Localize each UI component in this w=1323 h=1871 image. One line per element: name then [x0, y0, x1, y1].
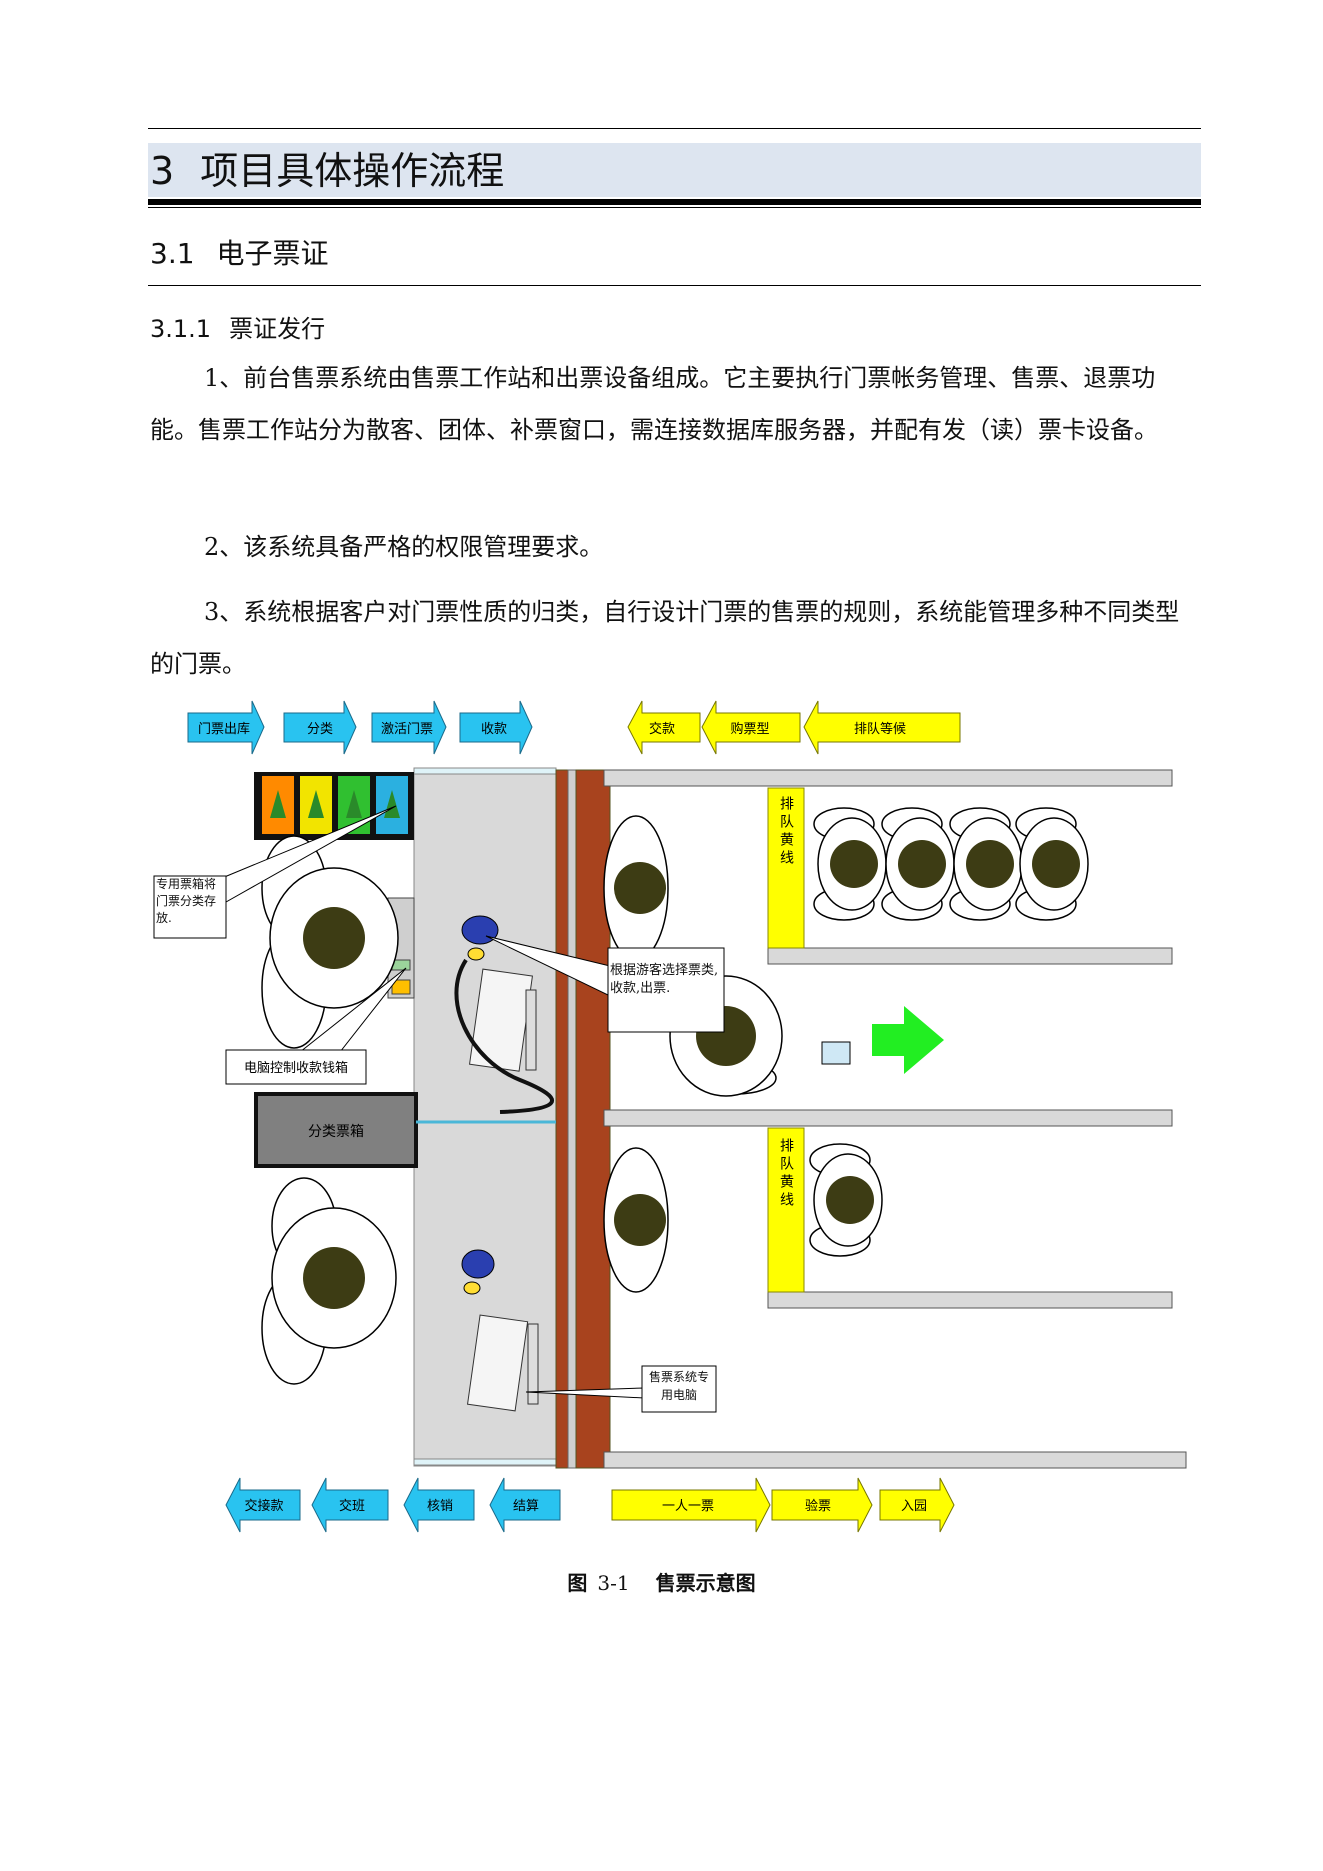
- flow-label: 一人一票: [662, 1499, 714, 1514]
- floor-top-edge: [413, 767, 557, 775]
- paragraph-2: 2、该系统具备严格的权限管理要求。: [204, 533, 604, 561]
- callout-ticket-box: 专用票箱将门票分类存放.: [153, 805, 397, 939]
- bottom-queue-arrows: 一人一票 验票 入园: [611, 1477, 955, 1533]
- flow-label: 交接款: [244, 1498, 283, 1514]
- flow-label: 核销: [427, 1499, 453, 1514]
- heading2-rule: [148, 285, 1201, 286]
- queue-line-label: 排队黄线: [778, 796, 794, 868]
- callout-sell: 根据游客选择票类,收款,出票.: [485, 935, 725, 1033]
- floor-bottom-edge: [413, 1458, 557, 1466]
- callout-text: 售票系统专用电脑: [648, 1370, 709, 1402]
- clerk-bottom: [261, 1177, 397, 1385]
- heading1: 3 项目具体操作流程: [150, 146, 504, 196]
- heading3-number: 3.1.1: [150, 315, 212, 343]
- callout-cashbox: 电脑控制收款钱箱: [225, 967, 407, 1085]
- sort-ticket-box-label: 分类票箱: [308, 1124, 364, 1140]
- callout-text: 电脑控制收款钱箱: [244, 1060, 348, 1076]
- bottom-flow-arrows: 交接款 交班 核销 结算: [225, 1477, 561, 1533]
- sort-ticket-box: [254, 1092, 418, 1168]
- flow-label: 验票: [805, 1498, 831, 1514]
- heading1-thin-rule: [148, 207, 1201, 208]
- queued-customer: [881, 807, 955, 921]
- top-rule: [148, 128, 1201, 129]
- heading3-title: 票证发行: [229, 315, 326, 343]
- queued-customer: [949, 807, 1023, 921]
- callout-computer: 售票系统专用电脑: [525, 1365, 717, 1413]
- top-queue-arrows: 交款 购票型 排队等候: [627, 700, 961, 755]
- exit-arrow: [872, 1006, 944, 1074]
- clerk-top: [261, 835, 399, 1049]
- cashbox: [391, 979, 411, 995]
- heading2-title: 电子票证: [216, 237, 329, 270]
- callout-text: 专用票箱将门票分类存放.: [156, 877, 217, 925]
- heading1-number: 3: [150, 149, 175, 193]
- flow-label: 排队等候: [854, 721, 906, 737]
- ticket-computer: [454, 958, 554, 1114]
- flow-label: 分类: [307, 722, 333, 737]
- heading1-thick-rule: [148, 199, 1201, 205]
- flow-label: 入园: [901, 1499, 927, 1514]
- queue-rails: [603, 769, 1187, 1469]
- paragraph-1: 1、前台售票系统由售票工作站和出票设备组成。它主要执行门票帐务管理、售票、退票功…: [150, 364, 1158, 444]
- ticket-box-rack: [254, 772, 414, 840]
- queued-customer: [813, 807, 887, 921]
- figure-caption: 图 3-1 售票示意图: [0, 1567, 1323, 1596]
- paragraph-3: 3、系统根据客户对门票性质的归类，自行设计门票的售票的规则，系统能管理多种不同类…: [150, 598, 1180, 678]
- heading2-number: 3.1: [150, 237, 195, 270]
- flow-label: 交款: [649, 721, 675, 737]
- heading2: 3.1 电子票证: [150, 234, 329, 274]
- caption-number: 3-1: [597, 1571, 630, 1595]
- flow-label: 购票型: [730, 721, 769, 737]
- ticket-computer: [466, 1314, 539, 1412]
- queued-customer: [809, 1143, 883, 1257]
- queue-line-label: 排队黄线: [778, 1138, 794, 1210]
- flow-label: 交班: [339, 1498, 365, 1514]
- customer: [603, 1147, 669, 1293]
- queue-line-bottom: [767, 1127, 805, 1293]
- flow-label: 激活门票: [381, 722, 433, 737]
- heading3: 3.1.1 票证发行: [150, 311, 325, 347]
- caption-title: 售票示意图: [655, 1571, 756, 1595]
- flow-label: 收款: [481, 722, 507, 737]
- queued-customer: [1015, 807, 1089, 921]
- counter-left: [555, 769, 569, 1469]
- caption-label: 图: [567, 1571, 588, 1595]
- heading1-band: [148, 143, 1201, 197]
- flow-label: 门票出库: [198, 721, 250, 737]
- queue-line-top: [767, 787, 805, 949]
- top-flow-arrows: 门票出库 分类 激活门票 收款: [187, 700, 533, 755]
- heading1-title: 项目具体操作流程: [200, 149, 505, 193]
- customer: [603, 815, 669, 961]
- ticket-printer: [461, 1249, 495, 1295]
- callout-text: 根据游客选择票类,收款,出票.: [610, 963, 719, 996]
- flow-label: 结算: [513, 1499, 539, 1514]
- counter-glass: [567, 769, 577, 1469]
